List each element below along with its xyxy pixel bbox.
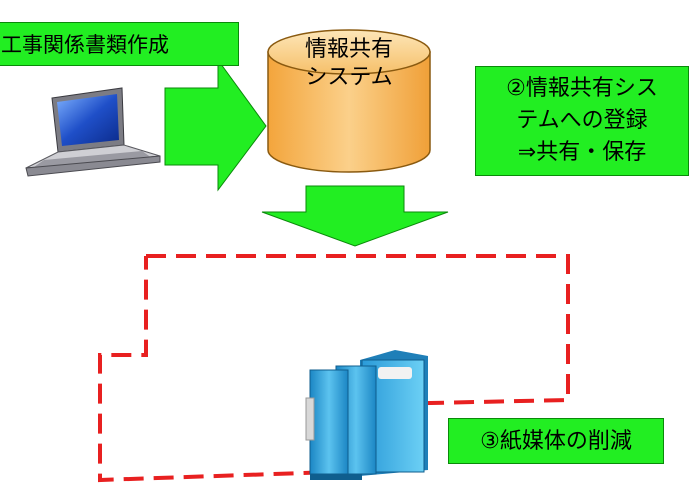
books-icon <box>305 350 428 480</box>
share-label-line-1: ②情報共有シス <box>506 76 658 101</box>
paper-reduction-label: ③紙媒体の削減 <box>448 418 664 464</box>
database-cylinder-icon <box>267 29 431 173</box>
share-register-label: ②情報共有シス テムへの登録 ⇒共有・保存 <box>475 66 689 176</box>
right-arrow-icon <box>164 58 267 192</box>
laptop-icon <box>25 87 161 177</box>
create-documents-label: 工事関係書類作成 <box>0 22 239 66</box>
share-label-line-2: テムへの登録 <box>516 108 648 133</box>
database-label-line-2: システム <box>305 65 393 90</box>
database-label-line-1: 情報共有 <box>304 37 393 62</box>
down-arrow-icon <box>261 185 449 247</box>
paper-area-dashed-outline <box>98 254 570 483</box>
database-label: 情報共有 システム <box>268 36 430 92</box>
share-label-line-3: ⇒共有・保存 <box>517 140 647 165</box>
